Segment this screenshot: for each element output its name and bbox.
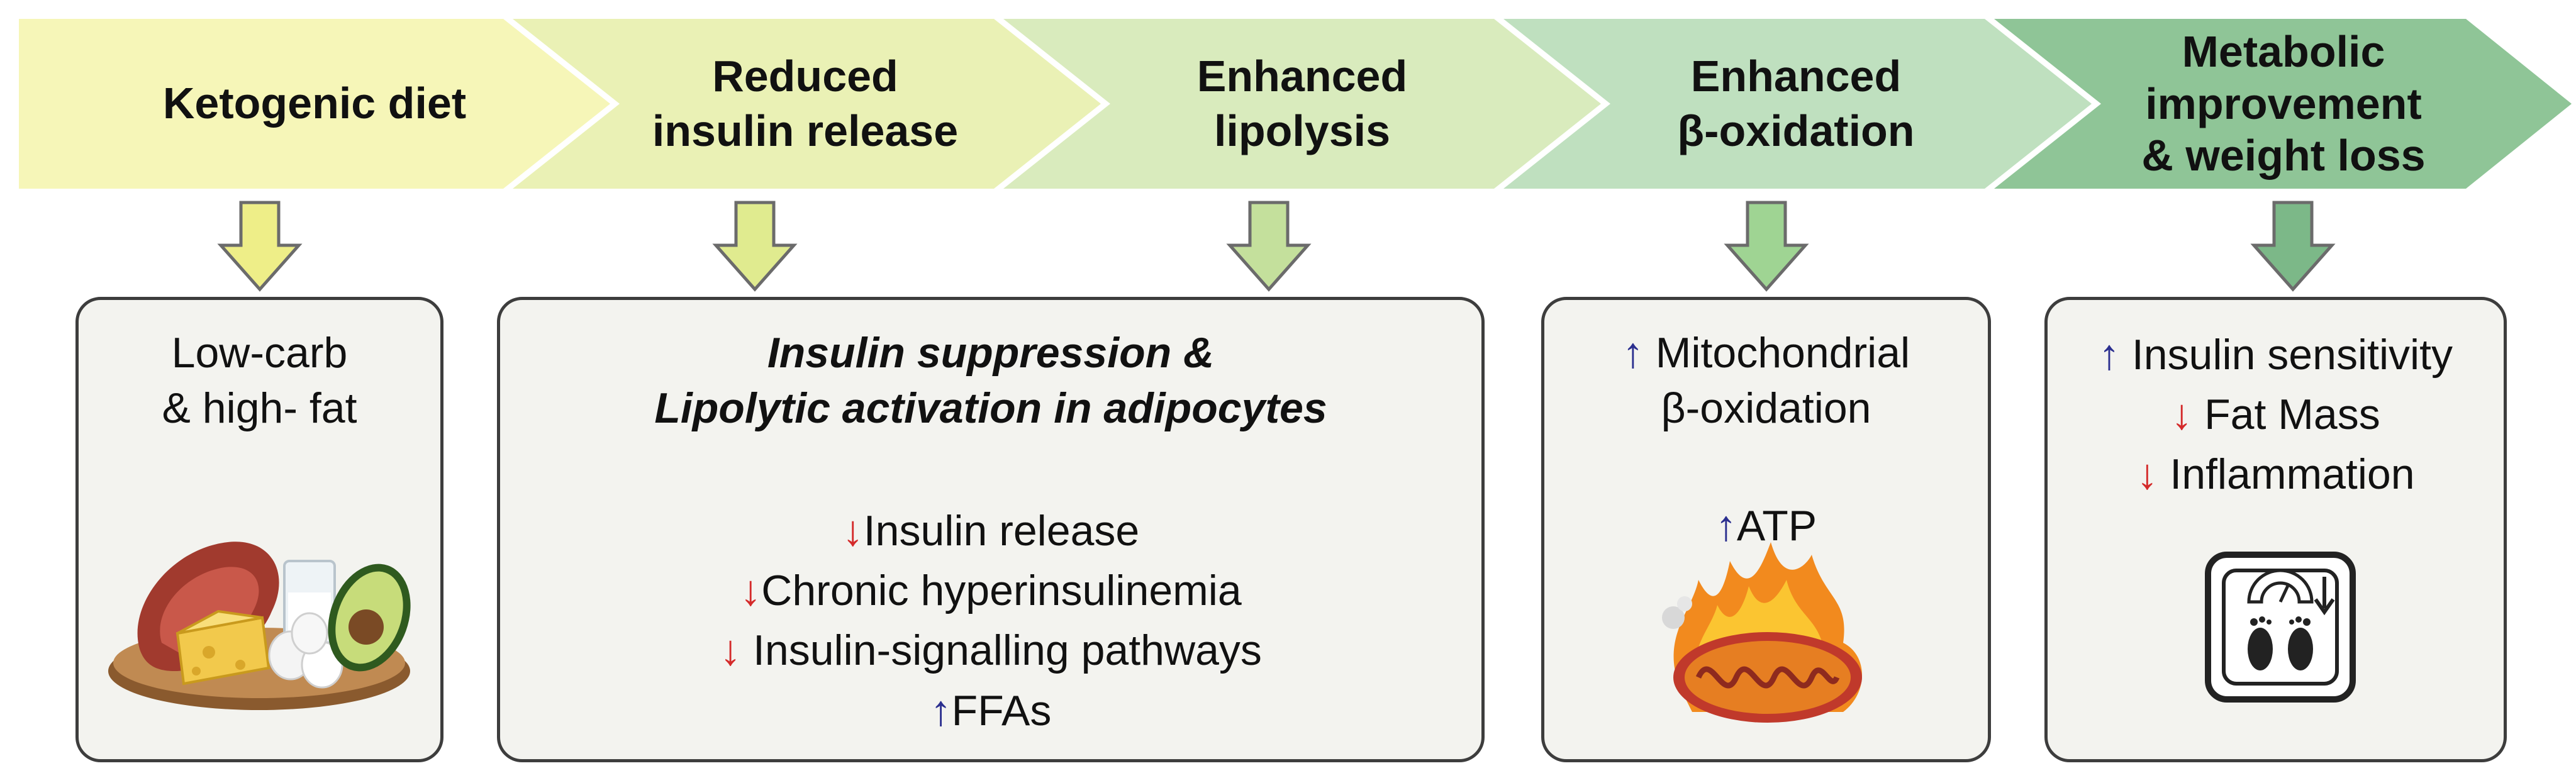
step-5-line-1: Metabolic: [2182, 27, 2385, 77]
atp-label: ↑ATP: [1715, 502, 1817, 550]
down-arrow-icon: ↓: [720, 626, 742, 675]
up-arrow-icon: ↑: [930, 686, 952, 735]
step-label-5: Metabolic improvement & weight loss: [2048, 19, 2519, 189]
step-3-line-1: Enhanced: [1196, 51, 1408, 101]
down-arrow-icon: [1226, 201, 1312, 292]
step-5-line-2: improvement: [2145, 79, 2422, 128]
step-label-3: Enhanced lipolysis: [1057, 19, 1547, 189]
outcome-item-1: ↑ Insulin sensitivity: [2098, 331, 2453, 379]
insulin-item-3: ↓ Insulin-signalling pathways: [720, 626, 1262, 675]
oxidation-line-1: ↑ Mitochondrial: [1622, 329, 1910, 377]
down-arrow-icon: [712, 201, 798, 292]
step-label-2: Reduced insulin release: [566, 19, 1044, 189]
ketogenic-food-icon: [108, 542, 411, 710]
weighing-scale-icon: [2205, 552, 2356, 703]
chevron-step-2: [513, 19, 1101, 189]
up-arrow-icon: ↑: [1622, 329, 1644, 377]
down-arrow-icon: ↓: [842, 507, 864, 555]
down-arrow-icon: [217, 201, 303, 292]
insulin-title-2: Lipolytic activation in adipocytes: [654, 384, 1327, 433]
step-1-text: Ketogenic diet: [162, 79, 467, 128]
insulin-title-1: Insulin suppression &: [767, 329, 1215, 377]
burning-mitochondrion-icon: [1662, 542, 1862, 723]
oxidation-line-2: β-oxidation: [1661, 384, 1871, 433]
insulin-box: Insulin suppression & Lipolytic activati…: [497, 297, 1485, 762]
chevron-step-1: [19, 19, 610, 189]
oxidation-box: ↑ Mitochondrial β-oxidation ↑ATP: [1541, 297, 1991, 762]
down-arrow-icon: [1724, 201, 1809, 292]
outcome-item-3: ↓ Inflammation: [2136, 450, 2415, 499]
down-arrow-icon: ↓: [2171, 391, 2193, 439]
up-arrow-icon: ↑: [1715, 502, 1737, 550]
diet-box: Low-carb & high- fat: [75, 297, 443, 762]
diet-line-1: Low-carb: [171, 329, 348, 377]
step-4-line-1: Enhanced: [1690, 51, 1902, 101]
step-4-line-2: β-oxidation: [1677, 106, 1915, 155]
chevron-step-3: [1003, 19, 1601, 189]
insulin-item-1: ↓Insulin release: [842, 507, 1140, 555]
down-arrow-icon: ↓: [2136, 450, 2158, 499]
step-label-1: Ketogenic diet: [38, 19, 591, 189]
diet-line-2: & high- fat: [162, 384, 357, 433]
step-2-line-2: insulin release: [652, 106, 959, 155]
chevron-step-5: [1994, 19, 2572, 189]
step-label-4: Enhanced β-oxidation: [1557, 19, 2035, 189]
chevron-step-4: [1503, 19, 2092, 189]
outcomes-box: ↑ Insulin sensitivity ↓ Fat Mass ↓ Infla…: [2044, 297, 2507, 762]
step-3-line-2: lipolysis: [1213, 106, 1391, 155]
step-5-line-3: & weight loss: [2141, 131, 2426, 181]
down-arrow-icon: [2250, 201, 2336, 292]
insulin-item-4: ↑FFAs: [930, 686, 1052, 735]
step-2-line-1: Reduced: [712, 51, 898, 101]
outcome-item-2: ↓ Fat Mass: [2171, 391, 2380, 439]
insulin-item-2: ↓Chronic hyperinsulinemia: [740, 567, 1242, 615]
down-arrow-icon: ↓: [740, 567, 762, 615]
up-arrow-icon: ↑: [2098, 331, 2120, 379]
